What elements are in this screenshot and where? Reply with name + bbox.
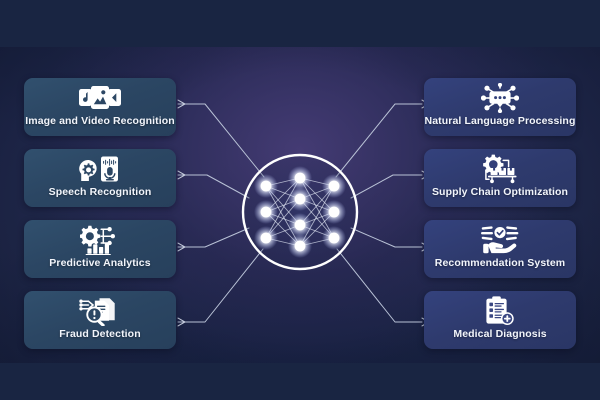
branch-card-recommendation-system[interactable]: Recommendation System <box>424 220 576 278</box>
branch-label: Image and Video Recognition <box>25 115 175 127</box>
branch-card-speech-recognition[interactable]: Speech Recognition <box>24 149 176 207</box>
gear-cargo-boxes-icon <box>480 154 520 184</box>
branch-card-supply-chain-optimization[interactable]: Supply Chain Optimization <box>424 149 576 207</box>
arrow-right-2 <box>350 170 430 199</box>
letterbox-top <box>0 0 600 47</box>
arrow-left-2 <box>177 170 250 199</box>
clipboard-medical-plus-icon <box>484 296 516 326</box>
arrow-left-1 <box>177 99 265 178</box>
arrow-right-4 <box>336 248 430 327</box>
letterbox-bottom <box>0 363 600 400</box>
branch-card-predictive-analytics[interactable]: Predictive Analytics <box>24 220 176 278</box>
hub-ring <box>241 153 359 271</box>
gear-barchart-icon <box>80 225 120 255</box>
branch-card-image-video-recognition[interactable]: Image and Video Recognition <box>24 78 176 136</box>
branch-label: Predictive Analytics <box>49 257 151 269</box>
document-magnifier-alert-icon <box>79 296 121 326</box>
branch-label: Speech Recognition <box>48 186 152 198</box>
branch-label: Medical Diagnosis <box>453 328 547 340</box>
arrow-right-3 <box>350 227 430 252</box>
branch-label: Supply Chain Optimization <box>431 186 569 198</box>
branch-label: Natural Language Processing <box>424 115 576 127</box>
image-video-icon <box>78 83 122 113</box>
chat-network-icon <box>481 83 519 113</box>
arrow-left-3 <box>177 227 250 252</box>
branch-card-natural-language-processing[interactable]: Natural Language Processing <box>424 78 576 136</box>
branch-card-fraud-detection[interactable]: Fraud Detection <box>24 291 176 349</box>
arrow-right-1 <box>335 99 430 178</box>
hand-star-rays-icon <box>480 225 520 255</box>
branch-label: Fraud Detection <box>59 328 141 340</box>
arrow-left-4 <box>177 248 264 327</box>
branch-card-medical-diagnosis[interactable]: Medical Diagnosis <box>424 291 576 349</box>
speech-microphone-icon <box>78 154 122 184</box>
branch-label: Recommendation System <box>434 257 566 269</box>
hub-nodes <box>254 166 346 258</box>
